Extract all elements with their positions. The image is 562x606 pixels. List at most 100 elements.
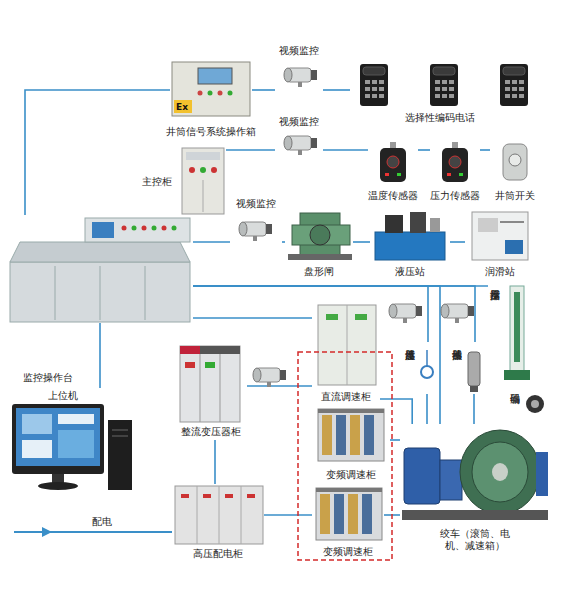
disc-brake (288, 213, 352, 260)
monitor-base (38, 482, 78, 490)
camera (284, 136, 317, 155)
phone (430, 64, 458, 106)
cabinet-band (200, 346, 240, 354)
connector-line (214, 440, 216, 484)
cabinet-indicator (247, 494, 255, 498)
screen-panel (58, 430, 94, 458)
connector-line (353, 241, 370, 243)
power-line (14, 531, 172, 533)
console-desk (10, 242, 190, 262)
node-label: 上位机 (38, 390, 88, 402)
vfd-cabinet (316, 488, 382, 540)
group-bracket (298, 352, 392, 560)
brake-disc (310, 225, 330, 245)
node-label: 变频调速柜 (312, 469, 390, 481)
brake-arm (292, 225, 350, 245)
lube-panel (478, 218, 498, 232)
node-label: 温度传感器 (363, 190, 423, 202)
connector-line (323, 149, 368, 151)
connector-line (390, 439, 400, 441)
lube-pipe (500, 221, 524, 223)
box-button (208, 91, 213, 96)
console-door (55, 266, 56, 320)
node-label: 监控操作台 (8, 372, 88, 384)
cabinet-meter (211, 167, 217, 173)
camera (239, 222, 272, 241)
box-screen (198, 68, 232, 84)
console-door (100, 266, 101, 320)
tower-drive (112, 430, 128, 431)
node-label: 视频监控 (269, 116, 329, 128)
lube-body (472, 212, 528, 260)
component-node: 视频监控 (275, 45, 323, 90)
box-button (228, 91, 233, 96)
winch-base (402, 510, 548, 520)
cabinet-door (203, 180, 204, 212)
node-label: 主控柜 (136, 176, 178, 188)
indicator-column (510, 286, 524, 372)
node-label: 整流变压器柜 (175, 426, 247, 438)
node-label: 直流调速柜 (312, 391, 380, 403)
cabinet-body (180, 346, 240, 422)
monitor (12, 404, 104, 474)
tank (375, 232, 445, 260)
component-node: 绞车（滚筒、电机、减速箱） (400, 424, 552, 564)
cabinet-indicator (185, 362, 195, 368)
pressure-sensor (442, 142, 468, 182)
probe-tip (470, 386, 478, 392)
cabinet-body (318, 305, 376, 385)
hydraulic-station (375, 212, 445, 260)
ex-mark: Ex (176, 101, 188, 113)
connector-line (323, 89, 350, 91)
component-node: 上位机 (8, 388, 136, 503)
node-label: 变频调速柜 (312, 546, 384, 558)
console-button (142, 226, 147, 231)
cabinet-door (197, 486, 198, 544)
rectifier-cabinet (180, 346, 240, 422)
node-label: 绞车（滚筒、电机、减速箱） (438, 528, 512, 552)
component-node: 温度传感器 (403, 342, 435, 394)
winch-drum-face (472, 442, 528, 502)
component-node: 高压配电柜 (172, 484, 264, 562)
cabinet-meter (189, 167, 195, 173)
screen-panel (22, 414, 52, 434)
console-button (122, 226, 127, 231)
winch-gearbox (440, 460, 462, 500)
cabinet-indicator (225, 494, 233, 498)
connector-line (99, 323, 101, 388)
component-node: 液压站 (370, 205, 450, 280)
connector-line (193, 317, 312, 319)
connector-line (226, 149, 275, 151)
switch-body (503, 144, 527, 180)
component-node: 变频调速柜 (312, 486, 384, 558)
console-button (172, 226, 177, 231)
cabinet-body (182, 148, 224, 214)
console-button (152, 226, 157, 231)
node-label: 选择性编码电话 (350, 112, 530, 124)
node-label: 液压站 (370, 266, 450, 278)
component-node: 盘形闸 (285, 205, 353, 280)
console (10, 218, 190, 322)
cabinet-body (175, 486, 263, 544)
pc-tower (108, 420, 132, 490)
winch-bearing (536, 452, 548, 496)
phone (500, 64, 528, 106)
connector-line (480, 149, 490, 151)
depth-indicator (504, 286, 530, 380)
probe-wire (426, 350, 428, 366)
probe-body (468, 352, 480, 386)
component-node: 监控操作台 (8, 215, 193, 323)
component-node: 压力传感器 (430, 138, 480, 206)
node-label: 润滑站 (465, 266, 535, 278)
cabinet-indicator (203, 494, 211, 498)
brake-base (288, 254, 352, 260)
connector-line (426, 394, 428, 424)
main-cabinet (182, 148, 224, 214)
winch (402, 430, 548, 520)
hv-cabinet (175, 486, 263, 544)
node-label: 盘形闸 (285, 266, 353, 278)
vibration-probe (468, 352, 480, 392)
cabinet-indicator (205, 362, 215, 368)
winch-motor (404, 448, 440, 504)
phone (360, 64, 388, 106)
